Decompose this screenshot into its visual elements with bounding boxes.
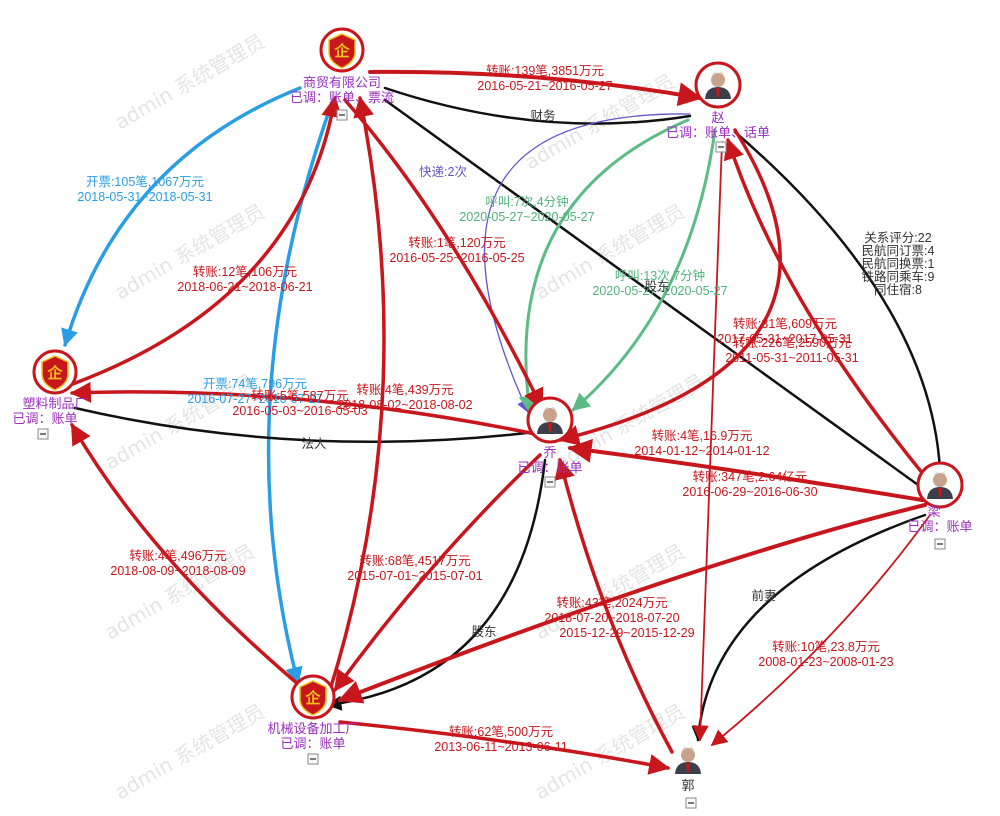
edge-transfer[interactable] [692,141,723,742]
collapse-button[interactable] [336,109,348,121]
node-status: 已调：账单 [280,736,345,751]
node-name: 塑料制品厂 [22,396,87,411]
collapse-button[interactable] [37,428,49,440]
edge-transfer[interactable] [368,69,703,107]
edge-label: 快递:2次 [419,165,467,179]
person-avatar-icon [537,407,563,434]
node-status: 已调：账单 [517,460,582,475]
edge-transfer[interactable] [328,95,386,692]
edge-relation[interactable] [73,406,537,444]
collapse-button[interactable] [715,141,727,153]
edge-transfer[interactable] [567,438,924,502]
watermark: admin 系统管理员 [111,29,269,134]
collapse-button[interactable] [544,476,556,488]
edge-relation[interactable] [383,86,692,125]
node-status: 已调：账单 [907,519,972,534]
edge-transfer[interactable] [554,457,674,754]
edge-transfer[interactable] [69,381,542,437]
edge-transfer[interactable] [68,95,343,387]
edge-transfer[interactable] [723,138,930,482]
edge-label: 法人 [301,437,327,451]
company-shield-icon [299,680,327,716]
node-name: 郭 [681,778,694,793]
edge-transfer[interactable] [338,720,671,775]
person-avatar-icon [705,72,731,99]
person-avatar-icon [675,747,701,774]
edge-transfer[interactable] [333,453,542,692]
node-trade-company[interactable]: 企 商贸有限公司 已调：账单、票流 [290,27,394,121]
watermark-layer: admin 系统管理员 admin 系统管理员 admin 系统管理员 admi… [101,29,709,804]
collapse-button[interactable] [685,797,697,809]
company-icon-glyph: 企 [304,689,321,707]
edge-transfer[interactable] [343,98,544,410]
edge-label: 财务 [530,108,555,123]
watermark: admin 系统管理员 [551,369,709,474]
node-status: 已调：账单 [12,411,77,426]
edge-courier[interactable] [484,113,691,414]
node-name: 赵 [711,110,724,125]
node-name: 商贸有限公司 [303,75,381,90]
edge-relation[interactable] [691,513,927,742]
collapse-button[interactable] [307,753,319,765]
node-machinery-factory[interactable]: 企 机械设备加工厂 已调：账单 [267,674,359,765]
edge-transfer[interactable] [337,503,927,704]
edge-label: 股东 [471,625,496,639]
node-person-qiao[interactable]: 乔 已调：账单 [517,396,583,488]
node-name: 梁 [927,504,940,519]
edge-call[interactable] [518,118,690,414]
edge-transfer[interactable] [557,128,782,446]
node-status: 已调：账单、票流 [290,90,394,105]
edge-relation[interactable] [326,458,547,711]
company-shield-icon [41,355,69,391]
collapse-button[interactable] [934,538,946,550]
company-shield-icon [328,33,356,69]
person-avatar-icon [927,472,953,499]
node-name: 乔 [543,445,556,460]
node-person-zhao[interactable]: 赵 已调：账单、话单 [666,61,770,153]
edge-relation[interactable] [383,98,927,492]
watermark: admin 系统管理员 [111,699,269,804]
node-person-liang[interactable]: 梁 已调：账单 [907,461,973,550]
edge-transfer[interactable] [710,514,931,747]
company-icon-glyph: 企 [46,364,63,382]
edge-label: 股东 [644,280,669,294]
edge-layer [61,69,942,775]
edge-call[interactable] [571,128,717,412]
node-status: 已调：账单、话单 [666,125,770,140]
edge-invoice[interactable] [61,86,302,347]
node-person-guo[interactable]: 郭 [675,747,701,809]
company-icon-glyph: 企 [333,42,350,60]
edge-transfer[interactable] [70,423,307,692]
node-plastic-factory[interactable]: 企 塑料制品厂 已调：账单 [12,349,88,440]
node-name: 机械设备加工厂 [267,721,358,736]
edge-relation[interactable] [733,130,942,472]
edge-label: 前妻 [751,588,776,603]
